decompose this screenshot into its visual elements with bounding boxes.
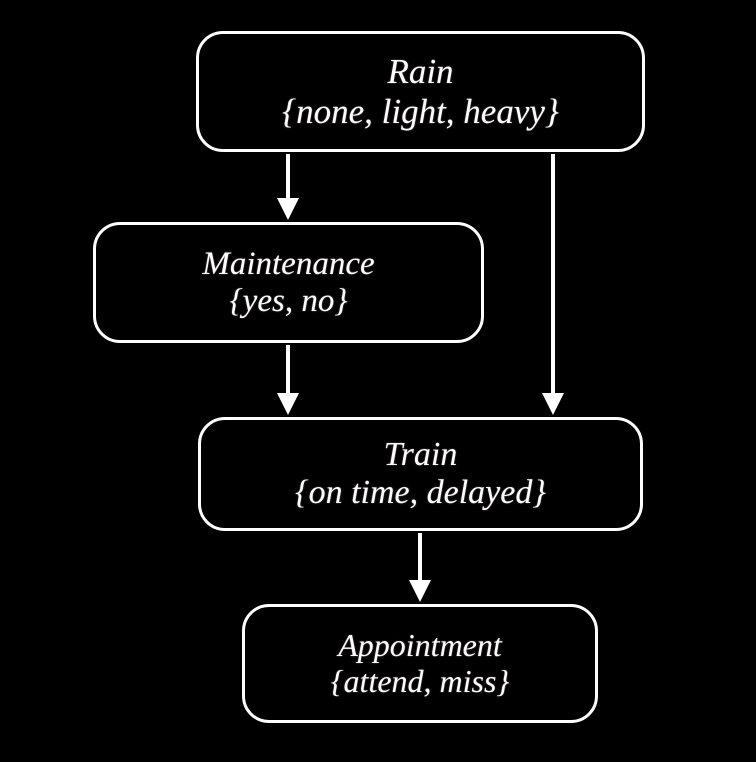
arrow-train-to-appointment	[400, 533, 440, 602]
arrow-shaft	[551, 154, 555, 393]
node-rain[interactable]: Rain {none, light, heavy}	[196, 31, 645, 152]
node-train-title: Train	[383, 435, 458, 473]
node-appointment-values: {attend, miss}	[330, 662, 510, 699]
arrow-rain-to-maintenance	[268, 154, 308, 220]
arrow-shaft	[418, 533, 422, 580]
node-appointment-title: Appointment	[338, 626, 502, 663]
arrowhead-down-icon	[542, 393, 564, 415]
node-maintenance-title: Maintenance	[202, 245, 375, 282]
node-appointment[interactable]: Appointment {attend, miss}	[242, 604, 598, 723]
node-maintenance[interactable]: Maintenance {yes, no}	[93, 222, 484, 343]
node-rain-values: {none, light, heavy}	[282, 91, 559, 131]
arrow-shaft	[286, 345, 290, 393]
arrowhead-down-icon	[409, 580, 431, 602]
node-rain-title: Rain	[387, 52, 454, 92]
node-train[interactable]: Train {on time, delayed}	[198, 417, 643, 531]
arrow-rain-to-train	[533, 154, 573, 415]
arrowhead-down-icon	[277, 393, 299, 415]
node-train-values: {on time, delayed}	[295, 474, 546, 511]
arrow-shaft	[286, 154, 290, 198]
arrowhead-down-icon	[277, 198, 299, 220]
node-maintenance-values: {yes, no}	[229, 282, 348, 319]
arrow-maintenance-to-train	[268, 345, 308, 415]
